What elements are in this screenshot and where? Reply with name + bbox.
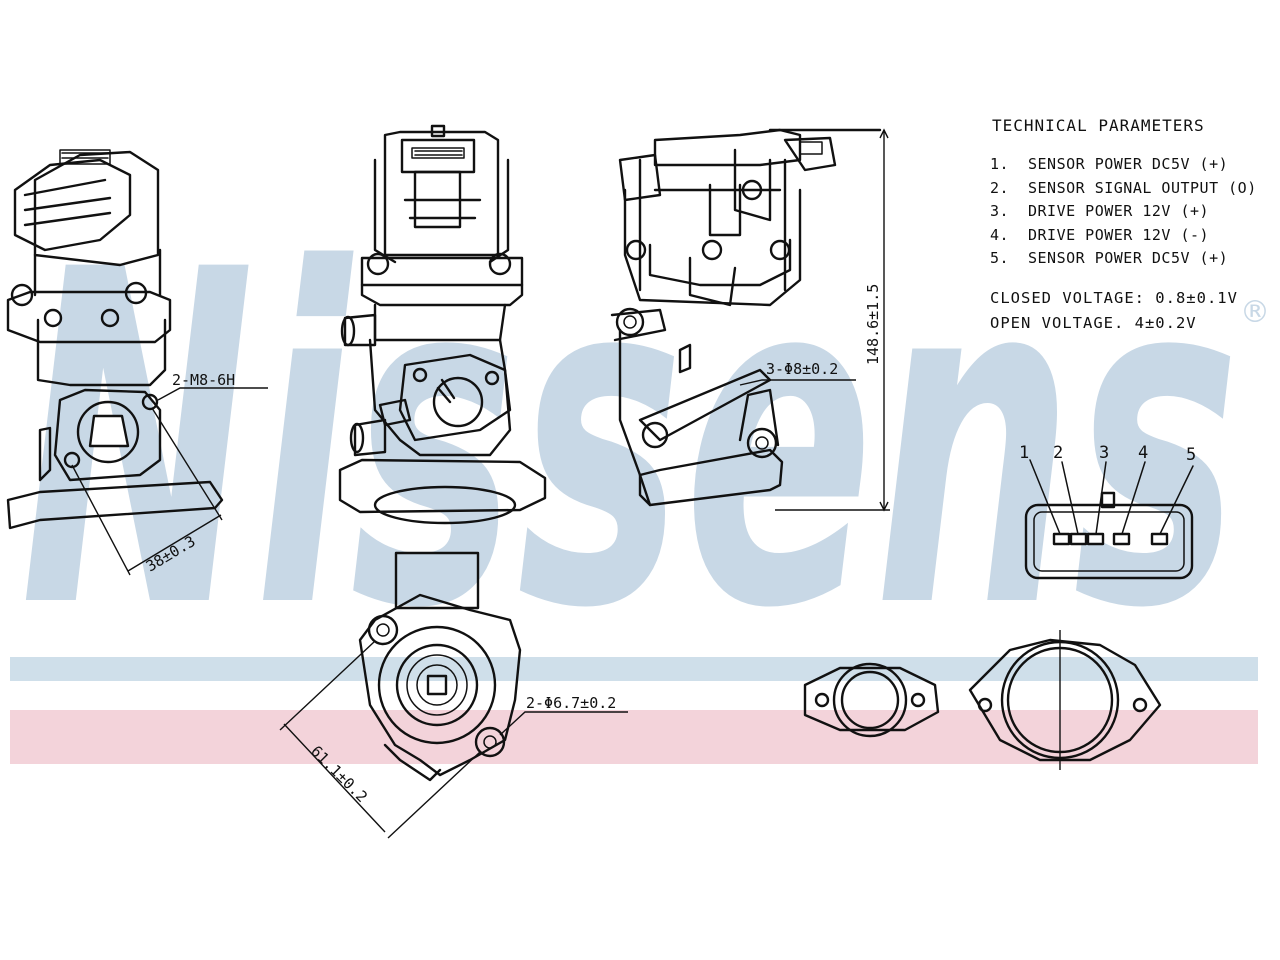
pin-label-2: 2: [1053, 443, 1063, 463]
pin-label-4: 4: [1138, 443, 1148, 463]
pin-description: DRIVE POWER 12V (+): [1028, 202, 1210, 220]
pin-number: 5.: [990, 249, 1010, 267]
registered-mark: ®: [1240, 295, 1270, 330]
valve-view-bottom: [358, 551, 522, 782]
pin-number: 3.: [990, 202, 1010, 220]
svg-text:2-M8-6H: 2-M8-6H: [172, 371, 235, 389]
open-voltage: OPEN VOLTAGE. 4±0.2V: [990, 313, 1197, 332]
connector-pinout: 1 2 3 4 5: [1019, 443, 1196, 580]
brand-band-pink: [10, 710, 1258, 764]
valve-view-side: [610, 128, 882, 507]
valve-view-left: [6, 149, 224, 530]
pin-description-row: 4. DRIVE POWER 12V (-): [990, 226, 1275, 250]
voltage-specs: CLOSED VOLTAGE: 0.8±0.1V OPEN VOLTAGE. 4…: [990, 289, 1275, 339]
pin-description: DRIVE POWER 12V (-): [1028, 225, 1210, 244]
dim-hole-2: 2-Φ6.7±0.2: [499, 694, 628, 736]
technical-parameters: TECHNICAL PARAMETERS 1. SENSOR POWER DC5…: [990, 116, 1275, 339]
brand-band-blue: [10, 657, 1258, 681]
pin-number: 4.: [990, 225, 1010, 244]
dim-hole-3: 3-Φ8±0.2: [739, 360, 856, 386]
svg-text:3-Φ8±0.2: 3-Φ8±0.2: [766, 360, 838, 378]
valve-view-front: [338, 124, 547, 525]
pin-number: 2.: [990, 178, 1010, 197]
svg-text:148.6±1.5: 148.6±1.5: [864, 284, 882, 365]
gasket-large: [968, 630, 1162, 770]
dim-height: 148.6±1.5: [775, 128, 890, 512]
svg-text:2-Φ6.7±0.2: 2-Φ6.7±0.2: [526, 694, 616, 712]
pin-label-1: 1: [1019, 443, 1029, 463]
pin-description: SENSOR POWER DC5V (+): [1028, 155, 1229, 173]
pin-description-row: 2. SENSOR SIGNAL OUTPUT (O): [990, 179, 1275, 203]
pin-label-5: 5: [1186, 445, 1196, 465]
pin-description-row: 3. DRIVE POWER 12V (+): [990, 202, 1275, 226]
pin-description: SENSOR POWER DC5V (+): [1028, 249, 1229, 267]
pin-description: SENSOR SIGNAL OUTPUT (O): [1028, 178, 1257, 197]
dim-thread: 2-M8-6H: [157, 371, 268, 401]
technical-parameters-title: TECHNICAL PARAMETERS: [992, 116, 1205, 135]
gasket-small: [803, 662, 940, 738]
pin-number: 1.: [990, 155, 1010, 173]
svg-text:Nissens: Nissens: [20, 174, 1240, 709]
closed-voltage: CLOSED VOLTAGE: 0.8±0.1V: [990, 288, 1238, 307]
nissens-watermark-logo: Nissens ®: [20, 174, 1270, 709]
pin-description-row: 1. SENSOR POWER DC5V (+): [990, 155, 1275, 179]
pin-description-row: 5. SENSOR POWER DC5V (+): [990, 249, 1275, 273]
pin-label-3: 3: [1099, 443, 1109, 463]
